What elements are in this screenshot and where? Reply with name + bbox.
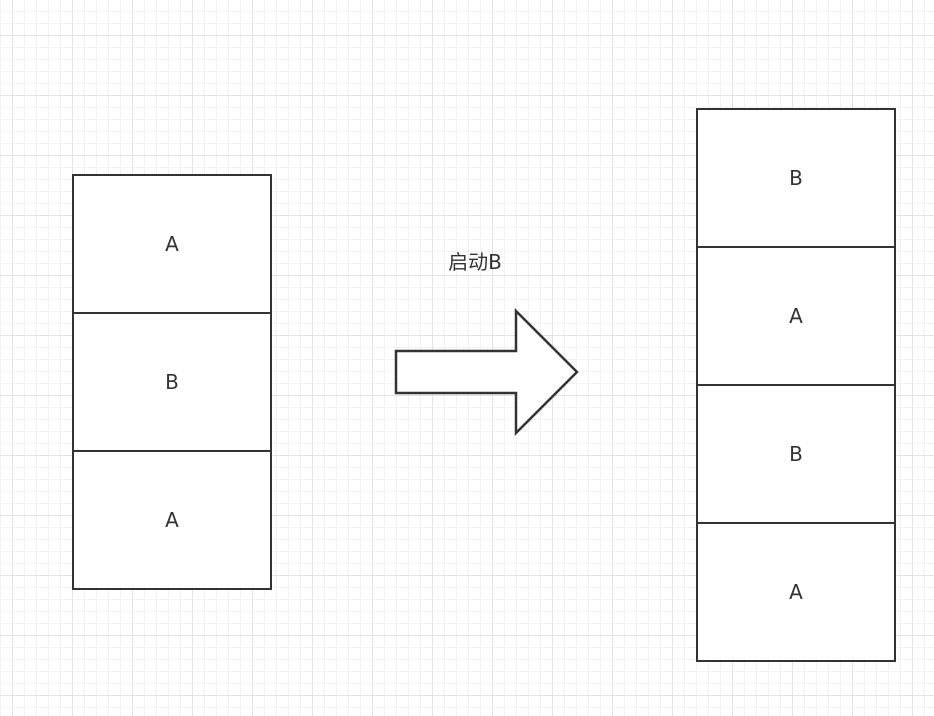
right-stack-cell-4[interactable]: A [696,522,896,662]
cell-label: B [789,166,803,190]
right-arrow-icon[interactable] [390,305,585,440]
right-stack-cell-3[interactable]: B [696,384,896,524]
cell-label: A [789,304,803,328]
cell-label: B [789,442,803,466]
right-stack: B A B A [696,108,896,662]
right-stack-cell-2[interactable]: A [696,246,896,386]
left-stack-cell-2[interactable]: B [72,312,272,452]
cell-label: A [165,232,179,256]
right-stack-cell-1[interactable]: B [696,108,896,248]
arrow-shape [394,307,579,437]
cell-label: A [165,508,179,532]
cell-label: B [165,370,179,394]
cell-label: A [789,580,803,604]
left-stack-cell-3[interactable]: A [72,450,272,590]
left-stack: A B A [72,174,272,590]
arrow-label: 启动B [448,250,502,274]
left-stack-cell-1[interactable]: A [72,174,272,314]
